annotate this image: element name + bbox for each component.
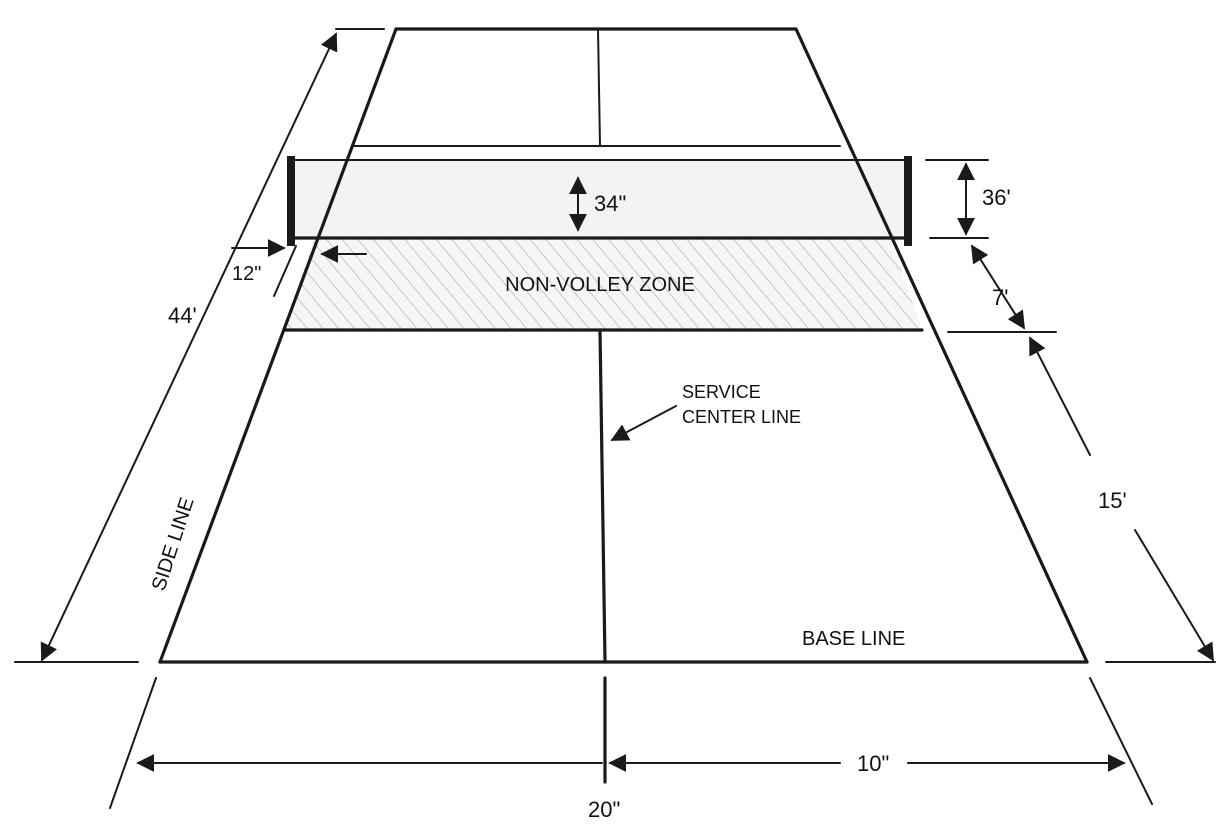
service-center-line-label-2: CENTER LINE	[682, 407, 801, 427]
service-depth-arrow-upper	[1029, 336, 1091, 456]
service-center-line-label-1: SERVICE	[682, 382, 761, 402]
post-offset-leader	[273, 245, 297, 297]
service-center-line	[598, 328, 607, 664]
width-extension-left	[109, 677, 157, 809]
net-mesh	[292, 160, 908, 238]
service-depth-arrow-lower	[1134, 529, 1214, 662]
left-net-post	[287, 156, 295, 246]
service-depth-label: 15'	[1098, 488, 1127, 513]
court-length-label: 44'	[168, 303, 197, 328]
post-offset-label: 12"	[232, 263, 261, 285]
right-net-post	[904, 156, 912, 246]
far-left-sideline	[158, 27, 398, 664]
court-length-arrow	[40, 32, 338, 662]
full-width-label: 20"	[588, 797, 620, 822]
base-line-label: BASE LINE	[802, 628, 905, 650]
post-height-label: 36'	[982, 185, 1011, 210]
non-volley-zone-hatch	[284, 238, 922, 330]
non-volley-depth-arrow	[971, 244, 1025, 330]
non-volley-zone-label: NON-VOLLEY ZONE	[505, 274, 695, 296]
non-volley-depth-label: 7'	[992, 285, 1008, 310]
far-right-sideline	[794, 27, 1089, 664]
service-center-line-pointer	[610, 405, 677, 441]
far-center-line	[597, 28, 601, 147]
half-width-label: 10"	[857, 751, 889, 776]
width-extension-right	[1089, 677, 1153, 805]
net-center-height-label: 34"	[594, 191, 626, 216]
